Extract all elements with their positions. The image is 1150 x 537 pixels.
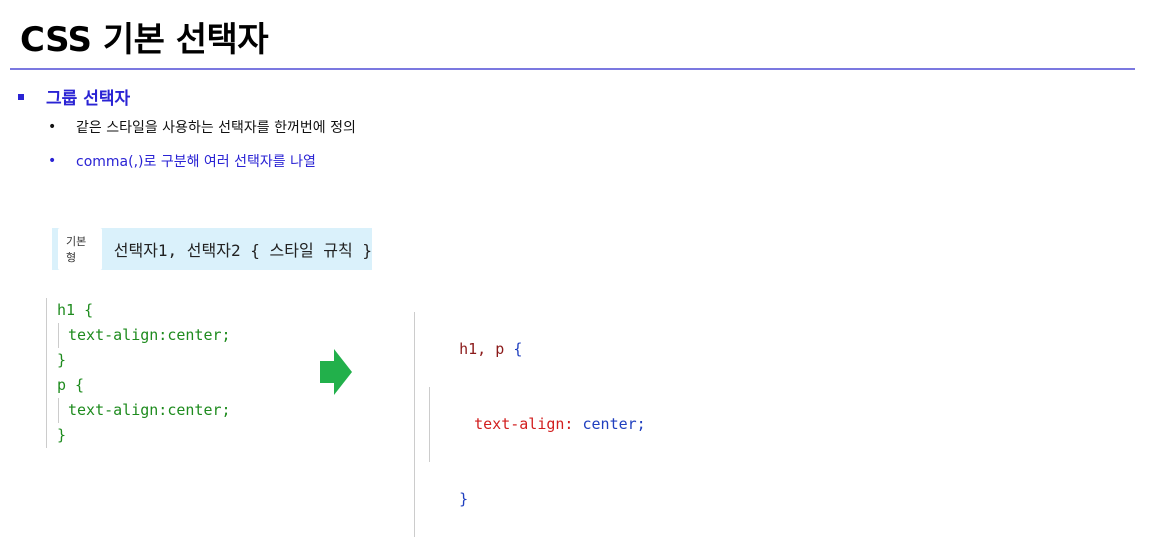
code-property: text-align: [474,415,574,433]
bullet-point-2: • comma(,)로 구분해 여러 선택자를 나열 [48,151,316,171]
code-line: } [57,426,67,444]
dot-bullet-icon: • [48,119,57,135]
section-heading-text: 그룹 선택자 [46,89,131,109]
syntax-text: 선택자1, 선택자2 { 스타일 규칙 } [113,241,372,260]
code-line: } [423,462,646,537]
code-line: h1 { [57,301,94,319]
code-open-brace: { [513,340,523,358]
right-arrow-icon [320,349,352,395]
code-selector: h1, p [459,340,505,358]
bullet-point-2-text: comma(,)로 구분해 여러 선택자를 나열 [76,154,316,170]
code-after: h1, p { text-align: center; } [414,312,646,537]
slide-title: CSS 기본 선택자 [20,20,269,60]
code-close-brace: } [459,490,469,508]
title-divider [10,68,1135,70]
code-line: text-align: center; [429,387,646,462]
code-value: center; [582,415,646,433]
square-bullet-icon [18,93,24,100]
code-line: } [57,351,67,369]
dot-bullet-icon: • [48,153,57,169]
syntax-tag: 기본형 [58,228,102,270]
bullet-point-1-text: 같은 스타일을 사용하는 선택자를 한꺼번에 정의 [76,120,356,136]
code-before: h1 { text-align:center; } p { text-align… [46,298,231,448]
code-line: text-align:center; [58,323,231,348]
section-heading: 그룹 선택자 [18,84,130,109]
code-line: text-align:center; [58,398,231,423]
code-line: p { [57,376,85,394]
code-line: h1, p { [423,312,646,387]
bullet-point-1: • 같은 스타일을 사용하는 선택자를 한꺼번에 정의 [48,117,356,137]
syntax-box: 기본형 선택자1, 선택자2 { 스타일 규칙 } [52,228,372,270]
